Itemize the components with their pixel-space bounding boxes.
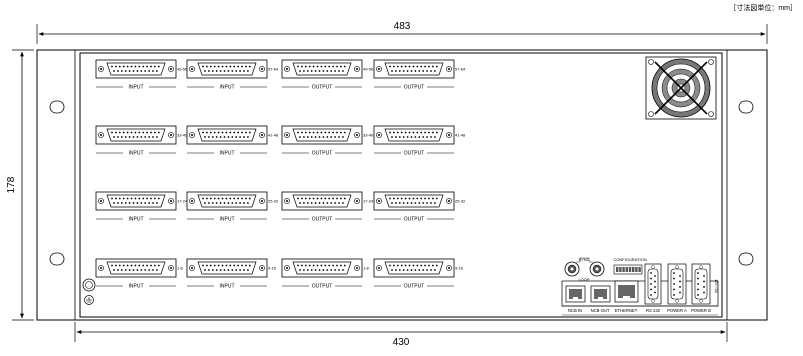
dip-switch-segment (628, 267, 632, 272)
connector-type-label: INPUT (129, 284, 144, 290)
dip-switch-segment (632, 267, 635, 272)
rj45-ethernet-icon (614, 280, 639, 303)
dimension-height-overall: 178 (6, 49, 34, 321)
port-label: RS 232 (646, 308, 661, 313)
io-panel: SYNC LOOP CONFIGURATION (561, 257, 719, 316)
connector-type-label: INPUT (129, 217, 144, 223)
connector-type-label: OUTPUT (404, 85, 425, 91)
dip-switch-segment (616, 267, 619, 272)
connector-range-label: 41-48 (268, 133, 279, 138)
connector-range-label: 17-24 (177, 199, 188, 204)
connector-range-label: 1-8 (177, 266, 184, 271)
connector-range-label: 25-32 (455, 199, 466, 204)
power-b-port-icon (691, 263, 711, 305)
connector-range-label: 57-64 (455, 67, 466, 72)
connector-type-label: OUTPUT (312, 284, 333, 290)
loop-label: LOOP (578, 277, 589, 282)
connector-type-label: OUTPUT (312, 217, 333, 223)
connector-range-label: 49-56 (177, 67, 188, 72)
power-a-port-icon (667, 263, 687, 305)
configuration-label: CONFIGURATION (613, 257, 646, 262)
dimension-width-overall: 483 (36, 21, 768, 44)
connector-type-label: INPUT (129, 151, 144, 157)
connector-range-label: 33-40 (363, 133, 374, 138)
connector-range-label: 33-40 (177, 133, 188, 138)
dip-switch-segment (638, 267, 641, 272)
ground-terminal-icon (82, 278, 96, 305)
unit-note: ［寸法図単位：mm］ (729, 5, 797, 12)
rs232-port-icon (644, 263, 662, 305)
connector-type-label: OUTPUT (404, 217, 425, 223)
connector-type-label: OUTPUT (312, 85, 333, 91)
connector-type-label: OUTPUT (404, 151, 425, 157)
connector-type-label: INPUT (129, 85, 144, 91)
dip-switch-segment (625, 267, 628, 272)
port-label: POWER A (667, 308, 687, 313)
dimension-483-label: 483 (394, 21, 411, 32)
connector-type-label: OUTPUT (404, 284, 425, 290)
port-label: NCB IN (568, 308, 582, 313)
connector-range-label: 17-24 (363, 199, 374, 204)
connector-range-label: 25-32 (268, 199, 279, 204)
connector-range-label: 41-48 (455, 133, 466, 138)
connector-type-label: OUTPUT (312, 151, 333, 157)
dimension-178-label: 178 (6, 176, 17, 193)
mount-hole-icon (738, 252, 754, 266)
connector-type-label: INPUT (220, 85, 235, 91)
connector-range-label: 49-56 (363, 67, 374, 72)
rj45-ncb-in-icon (565, 285, 586, 303)
dimension-width-inner: 430 (74, 322, 728, 348)
connector-range-label: 57-64 (268, 67, 279, 72)
connector-range-label: 9-16 (268, 266, 277, 271)
fan-icon (645, 56, 717, 120)
dimension-430-label: 430 (393, 337, 410, 348)
mount-hole-icon (49, 100, 65, 114)
mount-hole-icon (738, 100, 754, 114)
connector-type-label: INPUT (220, 217, 235, 223)
connector-type-label: INPUT (220, 284, 235, 290)
rj45-ncb-out-icon (590, 285, 611, 303)
dip-switch-segment (635, 267, 638, 272)
port-label: NCB OUT (591, 308, 610, 313)
dip-switch-segment (619, 267, 622, 272)
dip-switch-segment (622, 267, 625, 272)
mounting-holes (49, 100, 754, 266)
voltage-label: 12V / 5A (714, 279, 718, 293)
connector-range-label: 1-8 (363, 266, 370, 271)
connector-grid: 49-56INPUT57-64INPUT49-56OUTPUT57-64OUTP… (95, 59, 466, 290)
port-label: POWER B (691, 308, 711, 313)
mount-hole-icon (49, 252, 65, 266)
sync-label: SYNC (578, 257, 589, 262)
port-label: ETHERNET (615, 308, 638, 313)
connector-type-label: INPUT (220, 151, 235, 157)
connector-range-label: 9-16 (455, 266, 464, 271)
